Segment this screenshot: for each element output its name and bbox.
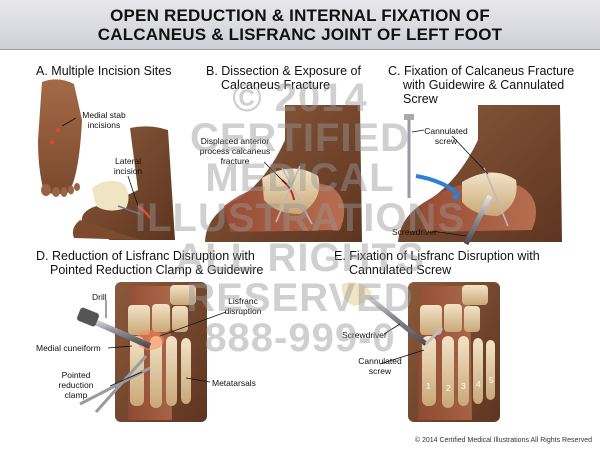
metatarsal-number-5: 5 <box>489 375 494 385</box>
watermark-line-2: CERTIFIED <box>189 116 411 160</box>
metatarsal-number-4: 4 <box>476 379 481 389</box>
label-medial-cuneiform: Medial cuneiform <box>36 343 101 353</box>
label-lisfranc-disruption: Lisfranc disruption <box>224 296 262 316</box>
metatarsal-number-2: 2 <box>446 383 451 393</box>
panel-d-art <box>77 282 227 422</box>
panel-e-title-line-1: E. Fixation of Lisfranc Disruption with <box>334 249 540 263</box>
label-screwdriver-e: Screwdriver <box>342 330 387 340</box>
metatarsal-number-1: 1 <box>426 381 431 391</box>
watermark-line-1: © 2014 <box>232 76 368 120</box>
label-metatarsals: Metatarsals <box>212 378 256 388</box>
panel-c-title-line-2: with Guidewire & Cannulated <box>403 78 565 92</box>
panel-c-art <box>398 105 562 246</box>
title-bar: OPEN REDUCTION & INTERNAL FIXATION OF CA… <box>0 0 600 50</box>
panel-d-title-line-1: D. Reduction of Lisfranc Disruption with <box>36 249 255 263</box>
panel-e-title-line-2: Cannulated Screw <box>349 263 452 277</box>
label-cannulated-screw-e: Cannulated screw <box>358 356 402 376</box>
label-screwdriver-c: Screwdriver <box>392 227 437 237</box>
title-line-2: CALCANEUS & LISFRANC JOINT OF LEFT FOOT <box>97 25 503 44</box>
label-lateral-incision: Lateral incision <box>113 156 143 176</box>
panel-b-art <box>205 105 362 242</box>
panel-d-title-line-2: Pointed Reduction Clamp & Guidewire <box>50 263 264 277</box>
watermark-line-7: 888-999-0 <box>204 316 396 360</box>
label-cannulated-screw-c: Cannulated screw <box>424 126 468 146</box>
title-line-1: OPEN REDUCTION & INTERNAL FIXATION OF <box>110 6 490 25</box>
label-drill: Drill <box>92 292 107 302</box>
panel-c-title-line-1: C. Fixation of Calcaneus Fracture <box>388 64 575 78</box>
label-pointed-reduction-clamp: Pointed reduction clamp <box>58 370 94 400</box>
panel-a-art <box>38 79 175 240</box>
label-displaced-fracture: Displaced anterior process calcaneus fra… <box>199 136 271 166</box>
panel-b-title-line-2: Calcaneus Fracture <box>221 78 331 92</box>
panel-e-art <box>341 282 500 422</box>
panel-a-title: A. Multiple Incision Sites <box>36 64 172 78</box>
panel-b-title-line-1: B. Dissection & Exposure of <box>206 64 361 78</box>
watermark-line-6: RESERVED <box>186 276 414 320</box>
copyright-footer: © 2014 Certified Medical Illustrations A… <box>414 437 592 444</box>
label-medial-stab-incisions: Medial stab incisions <box>82 110 126 130</box>
panel-c-title-line-3: Screw <box>403 92 438 106</box>
watermark-line-5: ALL RIGHTS <box>175 236 425 280</box>
watermark-line-4: ILLUSTRATIONS <box>134 196 465 240</box>
metatarsal-number-3: 3 <box>461 381 466 391</box>
watermark-line-3: MEDICAL <box>205 156 395 200</box>
